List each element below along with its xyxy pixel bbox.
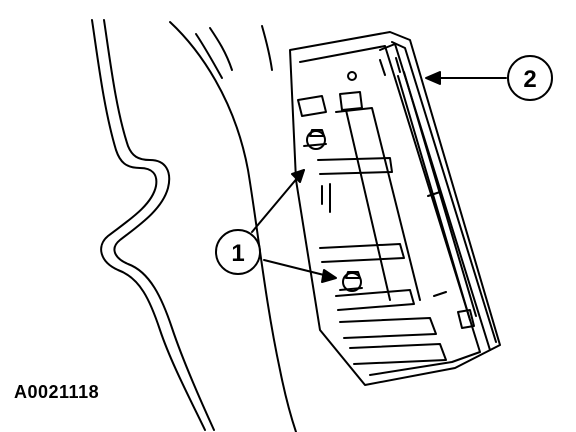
figure-identifier: A0021118 [14, 382, 100, 402]
callout-2-label: 2 [523, 66, 536, 93]
electronic-module [289, 31, 501, 386]
upper-nut [303, 129, 327, 150]
callout-2: 2 [507, 55, 553, 101]
lower-nut [339, 271, 363, 292]
callout-2-leader [425, 71, 507, 85]
callout-1: 1 [215, 229, 261, 275]
door-panel-outline [91, 19, 297, 432]
callout-1-label: 1 [231, 240, 244, 267]
callout-1-leaders [251, 169, 337, 283]
